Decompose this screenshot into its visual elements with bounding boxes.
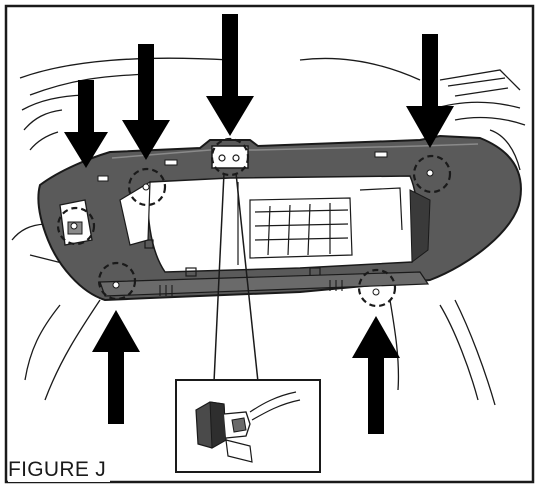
dashed-callout-circle bbox=[127, 167, 167, 207]
top-center-bracket bbox=[211, 145, 249, 169]
screw-markers bbox=[70, 169, 434, 296]
clip-base bbox=[225, 439, 253, 463]
left-flap bbox=[119, 180, 151, 246]
dashed-callout-circle bbox=[412, 154, 452, 194]
arrow-down bbox=[406, 34, 454, 148]
dashed-callout-circle bbox=[97, 261, 137, 301]
rim-notch bbox=[97, 175, 109, 182]
inset-leader-lines bbox=[213, 172, 259, 383]
screw-marker bbox=[70, 222, 78, 230]
arrow-down bbox=[122, 44, 170, 160]
arrow-up bbox=[352, 316, 400, 434]
screw-marker bbox=[112, 281, 120, 289]
dashed-callout-circle bbox=[210, 137, 250, 177]
arrow-down bbox=[64, 80, 108, 168]
dashed-callouts bbox=[56, 137, 452, 308]
figure-caption: FIGURE J bbox=[8, 458, 111, 482]
clip-tab-slot bbox=[231, 417, 247, 433]
right-flap bbox=[409, 189, 431, 263]
top-center-screw-b bbox=[232, 154, 240, 162]
arrow-down bbox=[206, 14, 254, 136]
dashed-callout-circle bbox=[56, 206, 96, 246]
clip-wire bbox=[249, 391, 297, 413]
bottom-clips bbox=[159, 280, 343, 296]
rim-notch bbox=[164, 159, 178, 166]
screw-marker bbox=[372, 288, 380, 296]
arrow-up bbox=[92, 310, 140, 424]
opening-interior bbox=[144, 182, 403, 277]
panel-rim bbox=[111, 143, 479, 159]
inset-detail bbox=[175, 379, 321, 473]
top-center-screw-a bbox=[218, 154, 226, 162]
screw-marker bbox=[426, 169, 434, 177]
clip-shadow bbox=[209, 401, 227, 449]
rim-notch bbox=[374, 151, 388, 158]
arrows bbox=[64, 14, 454, 434]
clip-wire bbox=[251, 399, 301, 421]
dashed-callout-circle bbox=[357, 268, 397, 308]
screw-marker bbox=[142, 183, 150, 191]
